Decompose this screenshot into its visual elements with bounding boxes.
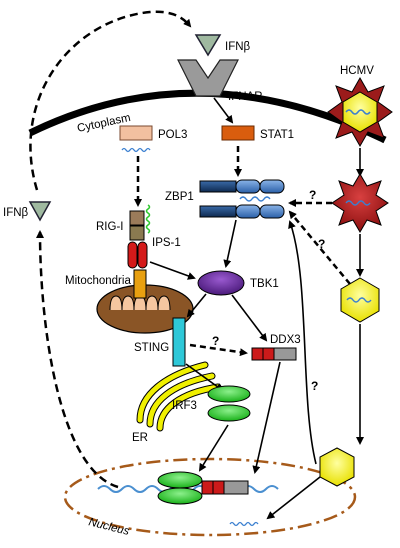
ips1-label: IPS-1 (152, 237, 181, 249)
ips1-right (137, 241, 148, 269)
ifnb-top-label: IFNβ (225, 41, 251, 53)
irf3-bottom-icon (207, 404, 251, 422)
tbk1-to-ddx3-arrow (231, 294, 268, 342)
ifnb-expression-arrow (36, 230, 119, 489)
hcmv-virion-icon (327, 76, 393, 148)
irf3-label: IRF3 (172, 400, 197, 412)
ddx3-to-nucleus-arrow (252, 361, 281, 474)
rigi-label: RIG-I (96, 221, 123, 233)
rigi-box-top (129, 210, 145, 226)
zbp1-complex (199, 179, 285, 219)
tbk1-to-sting-arrow (186, 293, 207, 318)
zbp1-to-tbk1-arrow (223, 219, 237, 268)
question-mark-1: ? (309, 188, 316, 202)
sting-to-irf3-arrow (185, 363, 224, 392)
viral-genome-hexagon-icon (319, 447, 355, 487)
hcmv-label: HCMV (340, 65, 374, 77)
ddx3-icon (251, 347, 297, 361)
ifnar-to-stat1-arrow (213, 97, 234, 124)
pol3-rna-icon (121, 147, 151, 153)
nucleus-envelope (63, 457, 357, 537)
question-mark-2: ? (318, 237, 325, 251)
rigi-rna-icon (145, 204, 151, 234)
ips1-to-tbk1-arrow (149, 261, 196, 280)
ifnb-secretion-arrow (29, 10, 192, 191)
zbp1-label: ZBP1 (165, 191, 194, 203)
sting-icon (172, 317, 186, 367)
stat1-box (221, 125, 255, 141)
nucleus-label: Nucleus (87, 516, 130, 538)
question-mark-4: ? (311, 379, 318, 393)
ifnar-receptor-icon (177, 59, 239, 97)
question-mark-3: ? (212, 334, 219, 348)
pol3-label: POL3 (158, 129, 187, 141)
irf3-to-nucleus-arrow (198, 424, 229, 472)
er-label: ER (132, 432, 148, 444)
hcmv-capsid-icon (331, 173, 389, 233)
ddx3-label: DDX3 (270, 334, 301, 346)
viral-dna-hexagon-icon (340, 277, 380, 323)
ifnb-left-label: IFNβ (3, 207, 29, 219)
mitochondria-label: Mitochondria (65, 275, 131, 287)
dna-to-zbp1-arrow (288, 210, 351, 285)
genome-to-transcript-arrow (266, 476, 321, 520)
rigi-box-bottom (129, 225, 145, 241)
tbk1-label: TBK1 (250, 278, 279, 290)
tbk1-icon (197, 270, 245, 296)
ifnb-left-icon (28, 201, 52, 222)
ifnb-promoter-complex (97, 471, 279, 505)
ifnb-top-icon (194, 34, 222, 57)
nucleus-to-zbp1-arrow (288, 220, 317, 465)
viral-transcript-icon (229, 521, 259, 527)
sting-label: STING (134, 342, 169, 354)
ips1-left (127, 241, 138, 269)
pol3-box (119, 125, 153, 141)
ifnar-label: IFNAR (228, 91, 263, 103)
er-icon (136, 361, 222, 432)
irf3-top-icon (207, 385, 251, 403)
stat1-label: STAT1 (260, 129, 294, 141)
